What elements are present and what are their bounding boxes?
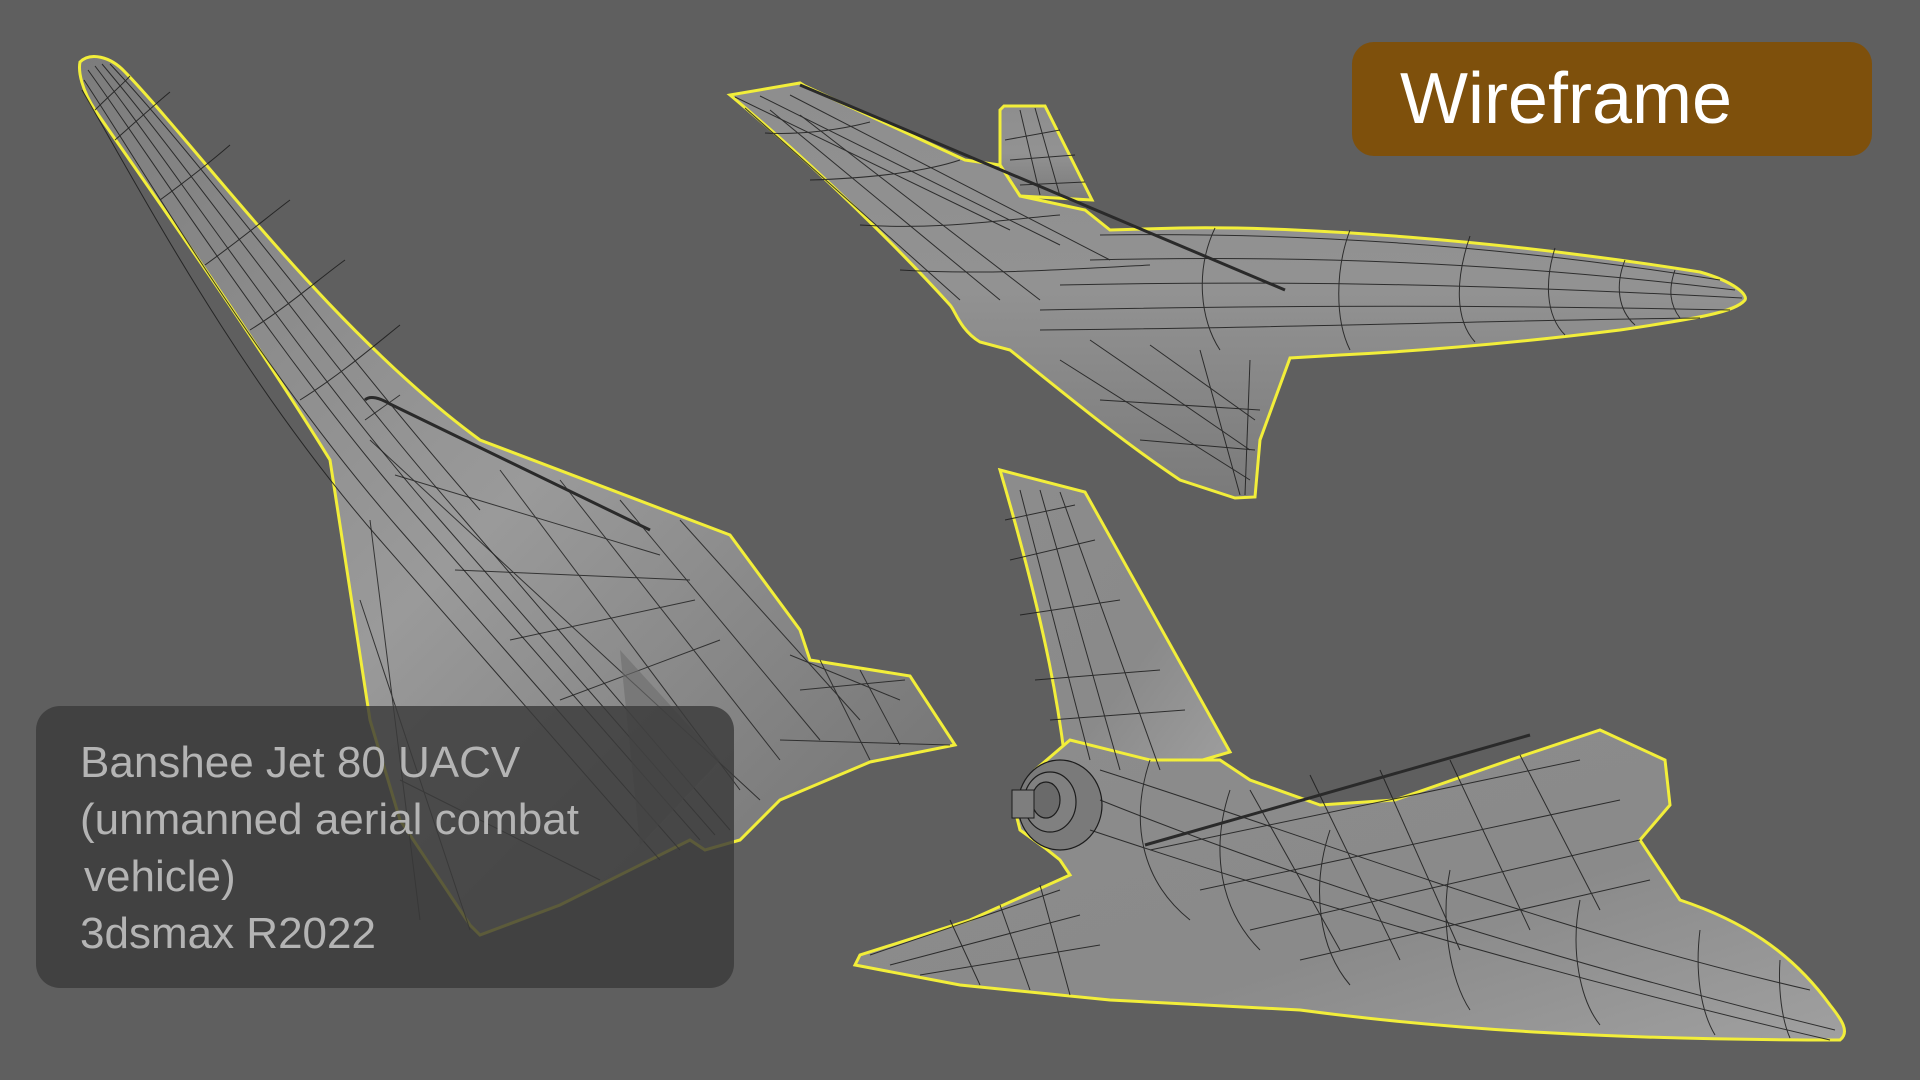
caption-description-line-1: (unmanned aerial combat [80, 795, 579, 844]
engine-exhaust [1011, 759, 1103, 851]
jet-view-bottom-right [852, 467, 1846, 1042]
render-mode-label: Wireframe [1400, 59, 1733, 139]
render-mode-badge: Wireframe [1352, 42, 1872, 156]
caption-description-line-2: vehicle) [84, 852, 236, 901]
caption-software-version: 3dsmax R2022 [80, 909, 376, 958]
model-caption: Banshee Jet 80 UACV (unmanned aerial com… [36, 706, 734, 988]
jet-view-top-right [726, 81, 1747, 500]
caption-model-name: Banshee Jet 80 UACV [80, 738, 521, 787]
